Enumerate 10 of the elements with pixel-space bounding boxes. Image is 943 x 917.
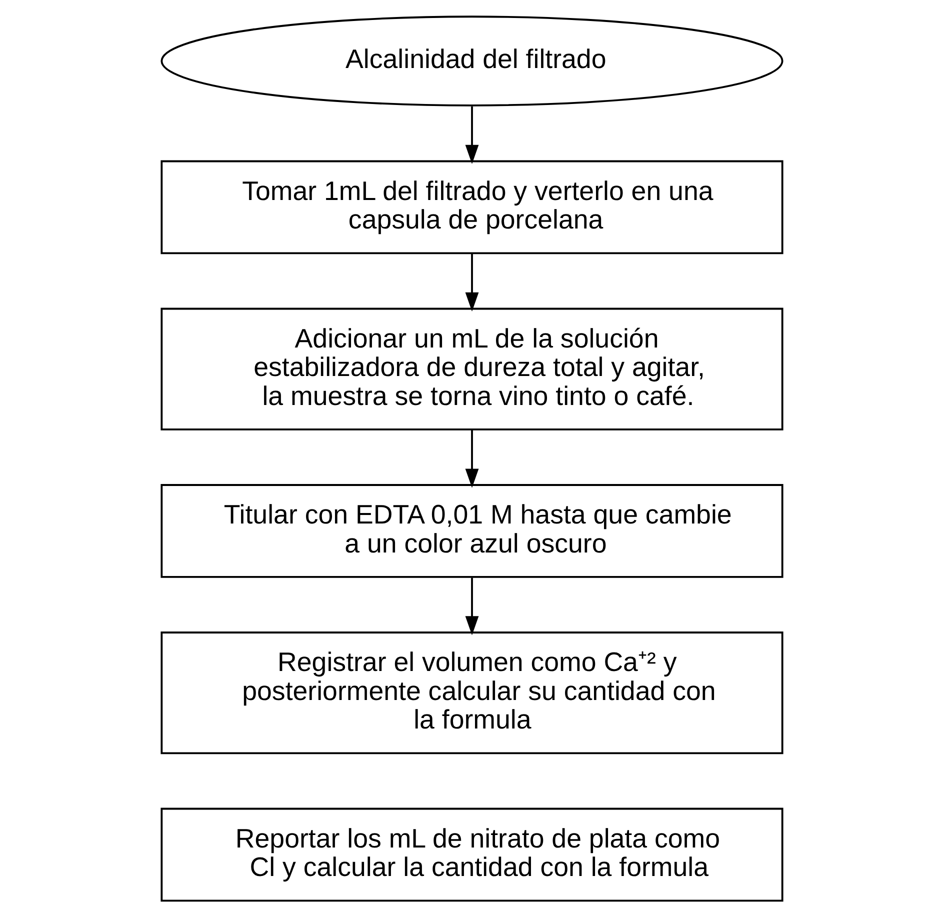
- arrow: [464, 578, 478, 636]
- node-box: Titular con EDTA 0,01 M hasta que cambie a un color azul oscuro: [160, 484, 783, 578]
- arrow: [464, 254, 478, 312]
- node-box: Adicionar un mL de la solución estabilizadora de dureza total y agitar, la muestra se torna vino tinto o café.: [160, 308, 783, 430]
- node-box: Registrar el volumen como Ca⁺² y posteriormente calcular su cantidad con la formula: [160, 632, 783, 754]
- node-box: Reportar los mL de nitrato de plata como Cl y calcular la cantidad con la formula: [160, 808, 783, 902]
- arrow: [464, 430, 478, 488]
- node-box: Tomar 1mL del filtrado y verterlo en una capsula de porcelana: [160, 160, 783, 254]
- arrow: [464, 106, 478, 164]
- node-ellipse: Alcalinidad del filtrado: [160, 16, 783, 106]
